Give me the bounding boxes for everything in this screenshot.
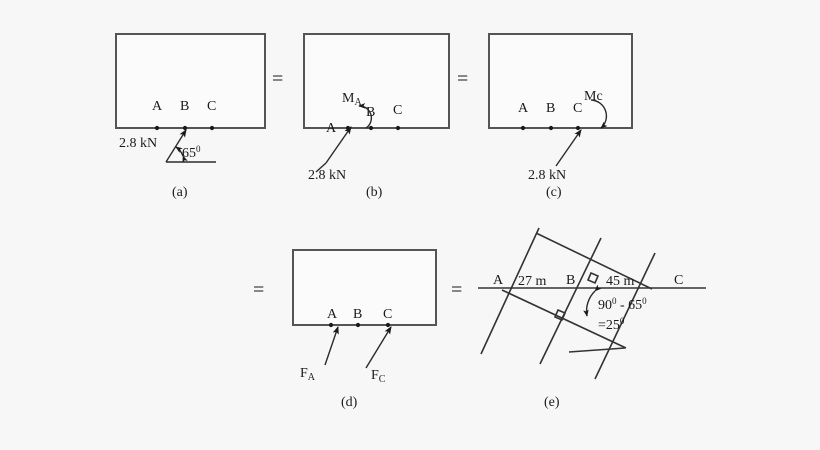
panel-e-line-through-a [480, 227, 540, 355]
panel-e-dim-bc: 45 m [606, 274, 635, 289]
panel-b-point-c-dot [395, 125, 401, 131]
panel-a-point-a-dot [154, 125, 160, 131]
panel-c: A B C Mc 2.8 kN (c) [488, 33, 633, 200]
equals-sign-2: = [457, 68, 468, 90]
panel-e-lower-transversal [501, 289, 627, 349]
panel-c-label-a: A [518, 101, 529, 116]
panel-e-right-angle-marker-upper [586, 271, 600, 285]
panel-e-bottom-segment [568, 347, 626, 353]
panel-d-force-a-label: FA [300, 366, 316, 383]
panel-d-body [292, 249, 437, 326]
panel-e-line-through-b [539, 237, 602, 365]
panel-a-caption: (a) [172, 185, 188, 200]
panel-e-upper-transversal [535, 232, 653, 290]
panel-a-body [115, 33, 266, 129]
panel-b-label-c: C [393, 103, 402, 118]
panel-a-point-b-dot [182, 125, 188, 131]
panel-e-label-a: A [493, 273, 504, 288]
panel-b-moment-arc [358, 103, 373, 129]
panel-d-point-a-dot [328, 322, 334, 328]
panel-d: A B C FA FC (d) [292, 249, 437, 410]
panel-b-force-arrow [325, 126, 352, 164]
panel-d-label-b: B [353, 307, 362, 322]
panel-c-point-c-dot [575, 125, 581, 131]
panel-d-force-c-label: FC [371, 368, 386, 385]
panel-e-line-through-c [594, 252, 656, 380]
panel-e-angle-arc [583, 284, 602, 317]
equals-sign-1: = [272, 68, 283, 90]
panel-c-label-c: C [573, 101, 582, 116]
panel-e-angle-result: =250 [598, 316, 625, 333]
panel-a-force-label: 2.8 kN [119, 136, 157, 151]
panel-d-label-c: C [383, 307, 392, 322]
panel-e-caption: (e) [544, 395, 560, 410]
panel-d-point-b-dot [355, 322, 361, 328]
panel-b-force-label: 2.8 kN [308, 168, 346, 183]
panel-e-label-b: B [566, 273, 575, 288]
panel-c-point-a-dot [520, 125, 526, 131]
panel-b-point-b-dot [368, 125, 374, 131]
panel-b-label-a: A [326, 121, 337, 136]
panel-e-label-c: C [674, 273, 683, 288]
panel-a-label-a: A [152, 99, 163, 114]
panel-a-angle-label: 650 [182, 144, 201, 161]
panel-c-force-label: 2.8 kN [528, 168, 566, 183]
panel-a-label-b: B [180, 99, 189, 114]
panel-c-moment-label: Mc [584, 89, 603, 104]
panel-a-point-c-dot [209, 125, 215, 131]
panel-b-force-leader [315, 162, 327, 173]
panel-c-caption: (c) [546, 185, 562, 200]
panel-c-label-b: B [546, 101, 555, 116]
panel-d-force-c-arrow [365, 326, 392, 369]
panel-d-force-a-arrow [324, 326, 339, 366]
panel-a: A B C 2.8 kN 650 (a) [115, 33, 266, 200]
panel-c-moment-arc [590, 99, 608, 129]
panel-d-caption: (d) [341, 395, 358, 410]
panel-b-caption: (b) [366, 185, 383, 200]
panel-e-right-angle-marker-lower [553, 308, 567, 322]
panel-e: A B C 27 m 45 m 900 - 650 =250 (e) [478, 227, 706, 410]
panel-e-dim-ab: 27 m [518, 274, 547, 289]
panel-c-body [488, 33, 633, 129]
panel-c-force-arrow [555, 129, 582, 167]
panel-d-label-a: A [327, 307, 338, 322]
panel-d-point-c-dot [385, 322, 391, 328]
panel-a-label-c: C [207, 99, 216, 114]
panel-c-point-b-dot [548, 125, 554, 131]
panel-b: A B C MA 2.8 kN (b) [303, 33, 450, 200]
panel-a-force-arrow [165, 129, 187, 163]
panel-a-angle-arc [175, 146, 188, 163]
equals-sign-4: = [451, 279, 462, 301]
panel-b-body [303, 33, 450, 129]
panel-b-moment-label: MA [342, 91, 362, 108]
equals-sign-3: = [253, 279, 264, 301]
panel-e-angle-expression: 900 - 650 [598, 296, 647, 313]
